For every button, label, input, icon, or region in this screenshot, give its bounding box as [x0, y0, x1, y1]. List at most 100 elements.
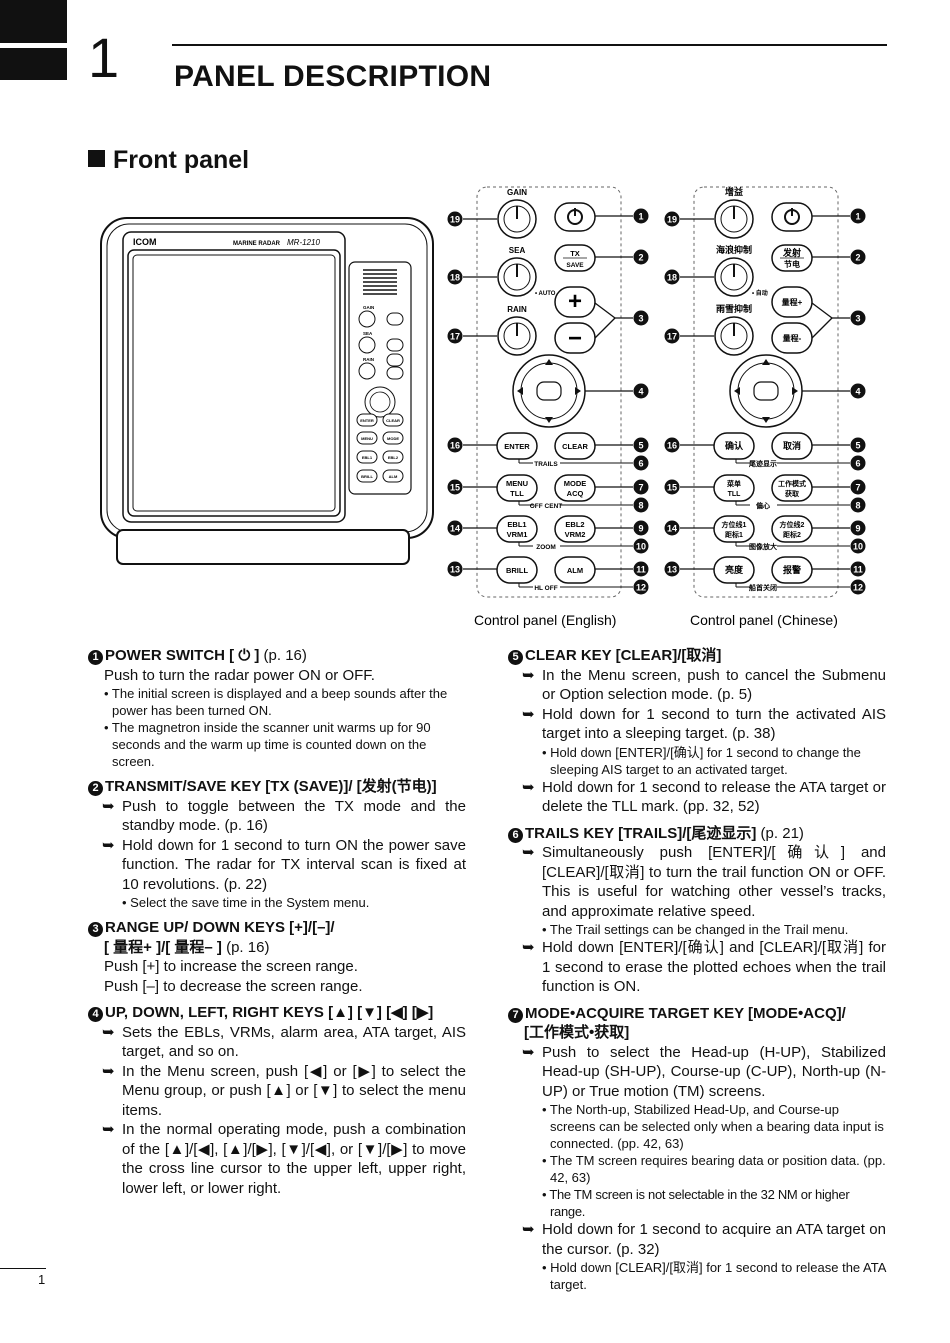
callout-number: 5: [855, 441, 860, 451]
mini-key: [386, 312, 404, 326]
callout-number: 2: [855, 253, 860, 263]
mini-knob: [358, 336, 376, 354]
callout-number: 9: [855, 524, 860, 534]
vrm1-label: 距标1: [725, 530, 743, 539]
callout-number: 17: [667, 332, 677, 342]
callout-badge: [850, 520, 866, 536]
callout-badge: [633, 579, 649, 595]
enter-key: [496, 432, 538, 460]
item-6-bullet: ➥Hold down [ENTER]/[确认] and [CLEAR]/[取消]…: [522, 939, 886, 995]
auto-label: • 自动: [752, 289, 768, 297]
item-1-note: • The initial screen is displayed and a …: [104, 686, 448, 718]
item-5-bullet: ➥Hold down for 1 second to release the A…: [522, 778, 886, 816]
callout-number: 16: [667, 441, 677, 451]
callout-number: 8: [855, 501, 860, 511]
mini-key-label: BRILL: [361, 474, 373, 479]
callout-badge: [664, 211, 680, 227]
item-7-note: • The TM screen requires bearing data or…: [542, 1153, 886, 1185]
mini-key: [382, 413, 404, 427]
callout-badge: [633, 249, 649, 265]
arrow-bullet-icon: ➥: [102, 836, 115, 854]
callout-number: 4: [855, 387, 860, 397]
callout-badge: [850, 538, 866, 554]
section-square-icon: [88, 150, 105, 167]
callout-number: 17: [450, 332, 460, 342]
item-3-ref: (p. 16): [221, 938, 270, 956]
alm-key: [554, 556, 596, 584]
callout-badge: [633, 208, 649, 224]
vrm1-label: VRM1: [507, 530, 528, 539]
menu-label: 菜单: [726, 479, 741, 488]
ebl1-key: [713, 515, 755, 543]
callout-badge: [850, 383, 866, 399]
callout-number: 10: [853, 542, 863, 552]
callout-number: 11: [853, 565, 863, 575]
mini-key-label: CLEAR: [386, 418, 400, 423]
dpad-left-icon: [517, 387, 523, 395]
item-2-note: • Select the save time in the System men…: [122, 895, 370, 910]
mini-key: [356, 469, 378, 483]
callout-badge: [850, 310, 866, 326]
callout-badge: [850, 497, 866, 513]
item-3-title-cn: [ 量程+ ]/[ 量程– ]: [104, 938, 222, 956]
item-7-bullet: ➥Push to select the Head-up (H-UP), Stab…: [522, 1043, 886, 1100]
mini-key-label: MODE: [387, 436, 399, 441]
callout-number: 15: [450, 483, 460, 493]
item-2-title: TRANSMIT/SAVE KEY [TX (SAVE)]/ [发射(节电)]: [105, 778, 437, 795]
control-panel-chinese: 增益海浪抑制雨雪抑制• 自动1918171发射节电2量程+量程-34确认取消16…: [664, 186, 866, 628]
arrow-bullet-icon: ➥: [522, 666, 535, 684]
item-6-title: TRAILS KEY [TRAILS]/[尾迹显示]: [525, 824, 757, 842]
item-number-badge: 1: [88, 650, 103, 665]
callout-badge: [633, 310, 649, 326]
item-number-badge: 2: [88, 781, 103, 796]
callout-number: 13: [450, 565, 460, 575]
item-1-ref: (p. 16): [259, 647, 307, 664]
item-number-badge: 3: [88, 922, 103, 937]
item-3-text: Push [+] to increase the screen range.: [104, 958, 358, 975]
item-3-text: Push [–] to decrease the screen range.: [104, 977, 363, 995]
callout-badge: [447, 269, 463, 285]
callout-number: 4: [638, 387, 643, 397]
dpad-right-icon: [575, 387, 581, 395]
dpad-up-icon: [762, 359, 770, 365]
dpad-down-icon: [545, 417, 553, 423]
radar-model-label: MARINE RADAR: [233, 241, 281, 247]
range-up-label: 量程+: [782, 297, 803, 307]
clear-key: [554, 432, 596, 460]
ebl1-label: 方位线1: [722, 520, 747, 529]
clear-label: CLEAR: [562, 442, 588, 451]
rain-label: 雨雪抑制: [716, 303, 752, 314]
item-7-note: • The TM screen is not selectable in the…: [542, 1187, 850, 1219]
item-4-bullet: ➥In the Menu screen, push [◀] or [▶] to …: [102, 1062, 466, 1119]
callout-badge: [447, 211, 463, 227]
dpad-up-icon: [545, 359, 553, 365]
speaker-grille: [363, 269, 397, 295]
acq-label: ACQ: [567, 489, 584, 498]
mini-knob-label: RAIN: [363, 357, 374, 362]
callout-badge: [664, 520, 680, 536]
mini-key-label: ALM: [389, 474, 398, 479]
mini-key-label: MENU: [361, 436, 373, 441]
callout-badge: [664, 479, 680, 495]
zoom-label: 图像放大: [749, 542, 777, 551]
mini-key-label: ENTER: [360, 418, 374, 423]
mini-knob: [358, 362, 376, 380]
tll-label: TLL: [510, 489, 524, 498]
brill-label: BRILL: [506, 566, 528, 575]
menu-label: MENU: [506, 479, 528, 488]
callout-badge: [633, 561, 649, 577]
dpad-down-icon: [762, 417, 770, 423]
callout-badge: [850, 579, 866, 595]
mini-key: [382, 431, 404, 445]
alm-label: ALM: [567, 566, 583, 575]
leader-line: [811, 317, 833, 339]
item-5-title: CLEAR KEY [CLEAR]/[取消]: [525, 647, 722, 664]
callout-number: 3: [855, 314, 860, 324]
callout-number: 14: [450, 524, 460, 534]
callout-badge: [850, 479, 866, 495]
mode-key: [771, 474, 813, 502]
item-7-title-cn: [工作模式•获取]: [524, 1024, 630, 1041]
arrow-bullet-icon: ➥: [102, 1023, 115, 1041]
callout-number: 11: [636, 565, 646, 575]
